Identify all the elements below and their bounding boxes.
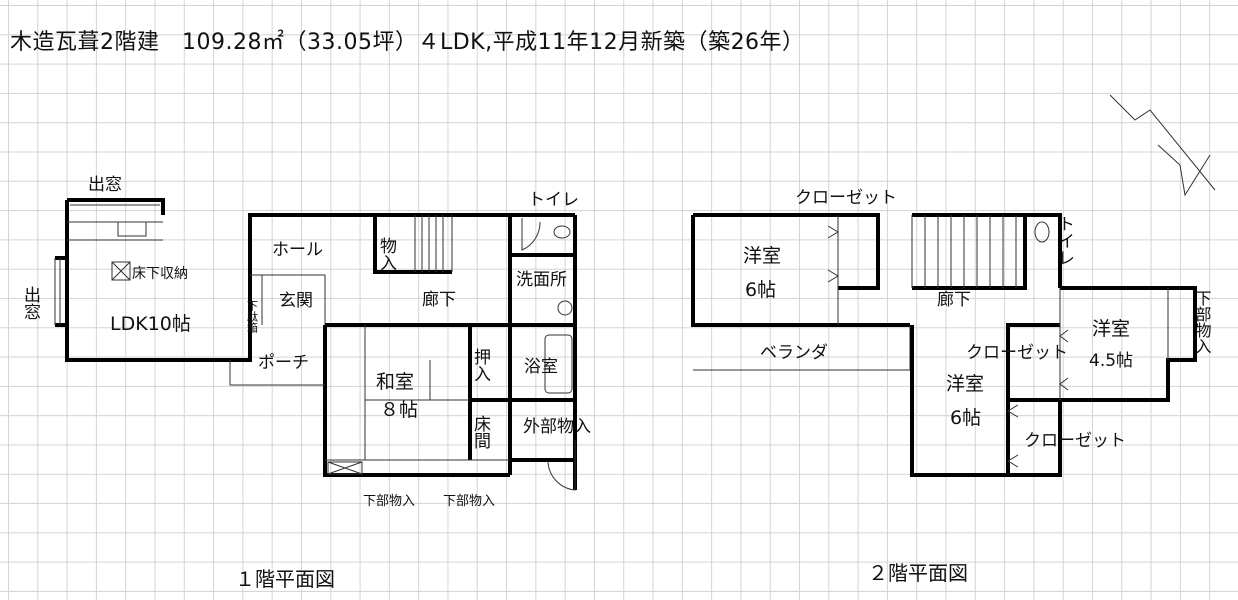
label-ldk: LDK10帖 — [110, 313, 191, 335]
floor1-walls — [54, 198, 577, 491]
label-room3-size: 4.5帖 — [1089, 351, 1133, 371]
label-room2-size: 6帖 — [950, 407, 981, 429]
floor2-caption: ２階平面図 — [868, 561, 968, 585]
label-bay-window-top: 出窓 — [88, 175, 122, 195]
label-corridor-1f: 廊下 — [422, 290, 456, 310]
north-arrow-icon — [1109, 94, 1216, 197]
label-room1: 洋室 — [743, 245, 781, 267]
label-hall: ホール — [272, 240, 323, 260]
label-room2: 洋室 — [946, 373, 984, 395]
label-shoe-cabinet: 下駄箱 — [246, 300, 259, 334]
label-bay-window-left: 出窓 — [20, 286, 41, 320]
label-toilet-2f: トイレ — [1054, 215, 1074, 266]
label-closet-bottom: クローゼット — [1024, 431, 1126, 451]
floor2-walls — [691, 213, 1197, 477]
label-bath: 浴室 — [524, 357, 558, 377]
label-tokonoma: 床間 — [470, 415, 491, 450]
label-washitsu-size: ８帖 — [380, 399, 418, 421]
label-lower-storage-2: 下部物入 — [443, 494, 495, 509]
label-lower-storage-2f: 下部物入 — [1193, 290, 1212, 354]
label-veranda: ベランダ — [760, 343, 828, 363]
page-title: 木造瓦葺2階建 109.28㎡（33.05坪）４LDK,平成11年12月新築（築… — [10, 30, 805, 55]
label-room1-size: 6帖 — [745, 279, 776, 301]
label-oshiire: 押入 — [470, 348, 491, 382]
label-porch: ポーチ — [258, 353, 309, 373]
label-toilet-1f: トイレ — [528, 190, 579, 210]
label-lower-storage-1: 下部物入 — [363, 494, 415, 509]
label-underfloor-storage: 床下収納 — [132, 266, 188, 282]
label-washroom: 洗面所 — [516, 270, 567, 290]
label-closet-mid: クローゼット — [966, 343, 1068, 363]
label-exterior-storage: 外部物入 — [523, 417, 591, 437]
label-storage: 物入 — [376, 237, 397, 271]
label-room3: 洋室 — [1092, 318, 1130, 340]
label-closet-top: クローゼット — [795, 188, 897, 208]
label-entrance: 玄関 — [279, 291, 313, 311]
label-corridor-2f: 廊下 — [937, 290, 971, 310]
floor1-caption: １階平面図 — [235, 567, 335, 591]
label-washitsu: 和室 — [376, 371, 414, 393]
